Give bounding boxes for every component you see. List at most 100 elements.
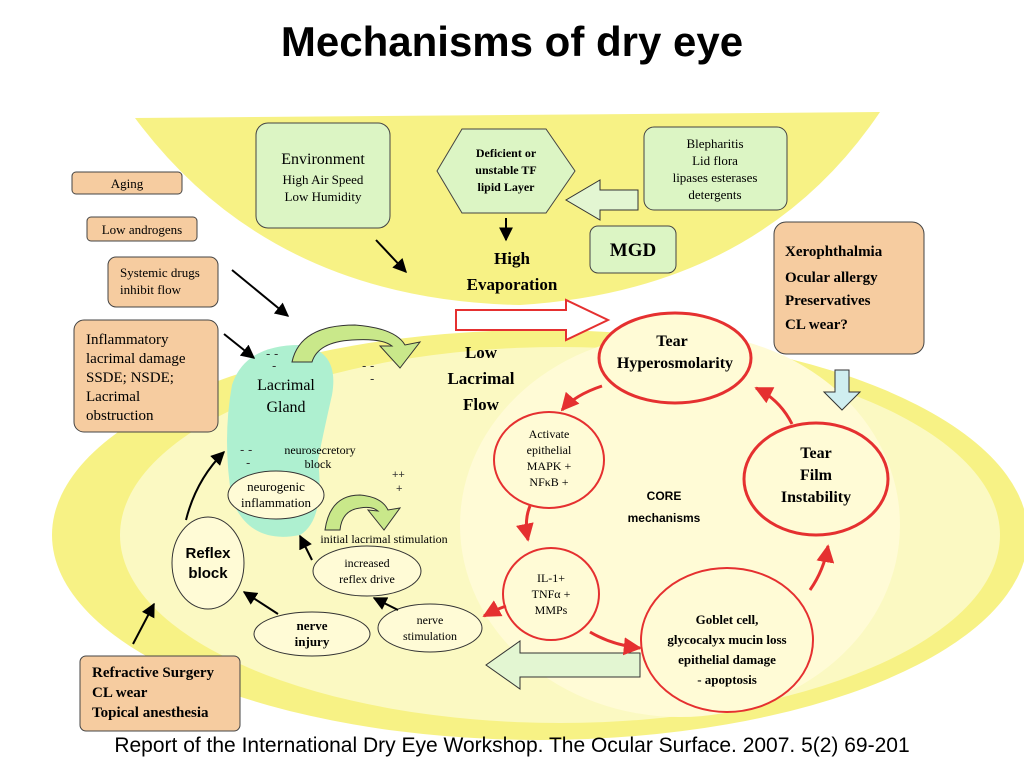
goblet-to-nerve-arrow <box>485 640 641 690</box>
svg-text:CL wear?: CL wear? <box>785 317 848 333</box>
blepharitis-to-lipid-arrow <box>565 179 639 221</box>
plus-marks: ++ <box>392 469 405 481</box>
svg-text:Environment: Environment <box>281 151 365 168</box>
refractive-surgery-box: Refractive Surgery CL wear Topical anest… <box>79 655 241 732</box>
nerve-stim-arrow <box>372 597 399 611</box>
low-androgens-box: Low androgens <box>86 216 198 242</box>
xerophthalmia-box: Xerophthalmia Ocular allergy Preservativ… <box>773 221 925 355</box>
systemic-arrow <box>231 269 290 317</box>
svg-text:MGD: MGD <box>610 240 656 261</box>
svg-text:inflammation: inflammation <box>241 495 312 510</box>
svg-text:Activate: Activate <box>529 427 570 441</box>
svg-text:epithelial damage: epithelial damage <box>678 652 776 667</box>
red-arrow-4 <box>808 544 835 591</box>
svg-text:Blepharitis: Blepharitis <box>686 136 743 151</box>
svg-text:Refractive Surgery: Refractive Surgery <box>92 665 215 681</box>
svg-text:NFκB +: NFκB + <box>529 475 568 489</box>
svg-text:nerve: nerve <box>417 613 444 627</box>
svg-text:lacrimal damage: lacrimal damage <box>86 351 186 367</box>
svg-text:epithelial: epithelial <box>527 443 572 457</box>
neurosecretory-label: neurosecretory <box>284 443 355 457</box>
nerve-injury-ellipse: nerve injury <box>253 611 371 657</box>
minus-marks-2b: - <box>370 371 374 386</box>
lacrimal-gland-label-2: Gland <box>266 399 305 416</box>
citation: Report of the International Dry Eye Work… <box>114 734 910 757</box>
minus-marks-2: - - <box>362 358 374 373</box>
minus-marks-1b: - <box>272 358 276 373</box>
svg-text:Aging: Aging <box>111 176 144 191</box>
reflex-block-ellipse: Reflex block <box>171 516 245 610</box>
svg-text:Ocular allergy: Ocular allergy <box>785 270 878 286</box>
svg-text:IL-1+: IL-1+ <box>537 571 565 585</box>
low-flow-label: Low <box>465 343 498 362</box>
svg-text:Hyperosmolarity: Hyperosmolarity <box>617 355 733 372</box>
svg-text:Instability: Instability <box>781 489 851 506</box>
increased-reflex-ellipse: increased reflex drive <box>312 545 422 597</box>
page-title: Mechanisms of dry eye <box>280 18 744 65</box>
environment-arrow <box>375 239 407 274</box>
low-flow-label-3: Flow <box>463 395 500 414</box>
blepharitis-box: Blepharitis Lid flora lipases esterases … <box>643 126 788 211</box>
svg-text:Low androgens: Low androgens <box>102 222 183 237</box>
environment-box: Environment High Air Speed Low Humidity <box>255 122 391 229</box>
red-arrow-1 <box>560 384 603 412</box>
increased-reflex-arrow <box>299 534 313 561</box>
svg-text:Goblet cell,: Goblet cell, <box>696 612 759 627</box>
svg-text:Lid flora: Lid flora <box>692 153 738 168</box>
svg-text:TNFα +: TNFα + <box>532 587 571 601</box>
nerve-injury-arrow <box>242 591 279 615</box>
svg-text:Tear: Tear <box>656 333 687 350</box>
svg-text:glycocalyx mucin loss: glycocalyx mucin loss <box>667 632 786 647</box>
svg-text:increased: increased <box>344 556 389 570</box>
refractive-arrow <box>132 602 155 645</box>
svg-text:obstruction: obstruction <box>86 408 154 424</box>
svg-text:Systemic drugs: Systemic drugs <box>120 265 200 280</box>
high-evaporation-label: High <box>494 249 530 268</box>
red-arrow-6 <box>482 600 507 618</box>
xerophthalmia-down-arrow <box>822 369 862 411</box>
svg-text:MMPs: MMPs <box>535 603 568 617</box>
svg-text:Inflammatory: Inflammatory <box>86 332 169 348</box>
il1-ellipse: IL-1+ TNFα + MMPs <box>502 547 600 641</box>
svg-text:Xerophthalmia: Xerophthalmia <box>785 244 883 260</box>
core-mechanisms-label: CORE <box>647 489 682 503</box>
svg-text:Lacrimal: Lacrimal <box>86 389 140 405</box>
neurogenic-inflammation-ellipse: neurogenic inflammation <box>227 470 325 520</box>
neurosecretory-label-2: block <box>305 457 332 471</box>
mgd-box: MGD <box>589 225 677 274</box>
svg-text:CL wear: CL wear <box>92 685 148 701</box>
svg-text:- apoptosis: - apoptosis <box>697 672 757 687</box>
evaporation-to-osmolarity-arrow <box>455 298 611 342</box>
svg-text:lipases esterases: lipases esterases <box>673 170 758 185</box>
gland-curved-arrow <box>291 324 422 369</box>
svg-text:Film: Film <box>800 467 833 484</box>
goblet-cell-ellipse: Goblet cell, glycocalyx mucin loss epith… <box>640 567 814 713</box>
nerve-stimulation-ellipse: nerve stimulation <box>377 603 483 653</box>
inflammatory-arrow <box>223 333 256 359</box>
svg-text:detergents: detergents <box>688 187 741 202</box>
svg-text:Preservatives: Preservatives <box>785 293 871 309</box>
low-flow-label-2: Lacrimal <box>447 369 514 388</box>
svg-text:block: block <box>188 565 228 582</box>
core-mechanisms-label-2: mechanisms <box>628 511 701 525</box>
systemic-drugs-box: Systemic drugs inhibit flow <box>107 256 219 308</box>
tear-film-instability-ellipse: Tear Film Instability <box>742 421 890 537</box>
svg-text:MAPK +: MAPK + <box>527 459 572 473</box>
plus-marks-b: + <box>396 483 402 495</box>
svg-text:Tear: Tear <box>800 445 831 462</box>
svg-text:Deficient or: Deficient or <box>476 146 537 160</box>
svg-text:Low Humidity: Low Humidity <box>285 189 362 204</box>
svg-text:neurogenic: neurogenic <box>247 479 305 494</box>
activate-epithelial-ellipse: Activate epithelial MAPK + NFκB + <box>493 411 605 509</box>
svg-text:nerve: nerve <box>296 618 327 633</box>
lacrimal-gland-label: Lacrimal <box>257 377 315 394</box>
high-evaporation-label-2: Evaporation <box>467 275 558 294</box>
minus-marks-3b: - <box>246 455 250 470</box>
svg-text:Topical anesthesia: Topical anesthesia <box>92 705 209 721</box>
svg-text:inhibit flow: inhibit flow <box>120 282 182 297</box>
stimulation-curved-arrow <box>324 494 402 531</box>
svg-text:Reflex: Reflex <box>185 545 231 562</box>
svg-text:unstable TF: unstable TF <box>475 163 536 177</box>
red-arrow-2 <box>516 505 534 542</box>
